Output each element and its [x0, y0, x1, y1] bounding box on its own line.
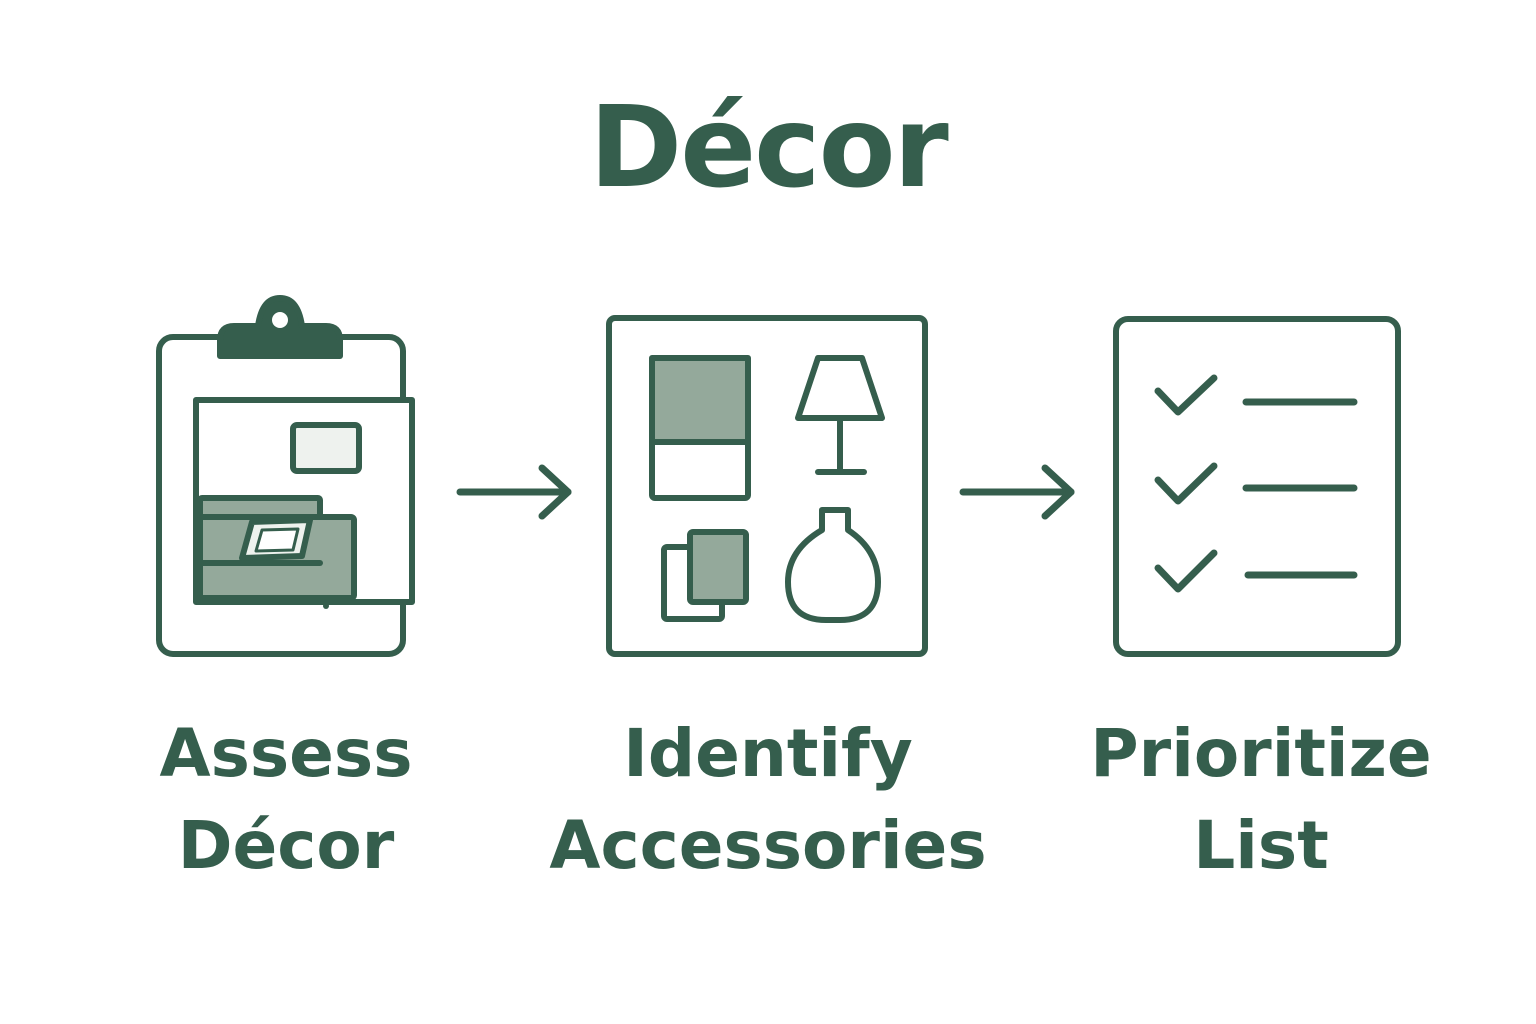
accessories-icon — [606, 315, 928, 657]
step-label-line: Accessories — [549, 807, 987, 884]
step-label-line: Prioritize — [1090, 715, 1432, 792]
arrow-right-icon — [456, 464, 572, 520]
arrow-right-icon — [959, 464, 1075, 520]
step-label-assess: Assess Décor — [26, 708, 546, 892]
diagram-title: Décor — [589, 83, 949, 213]
step-label-line: Assess — [159, 715, 413, 792]
step-label-prioritize: Prioritize List — [1001, 708, 1521, 892]
step-label-identify: Identify Accessories — [508, 708, 1028, 892]
step-label-line: Décor — [177, 807, 395, 884]
step-label-line: Identify — [623, 715, 913, 792]
step-label-line: List — [1193, 807, 1329, 884]
checklist-icon — [1113, 316, 1401, 657]
clipboard-icon — [156, 295, 415, 657]
